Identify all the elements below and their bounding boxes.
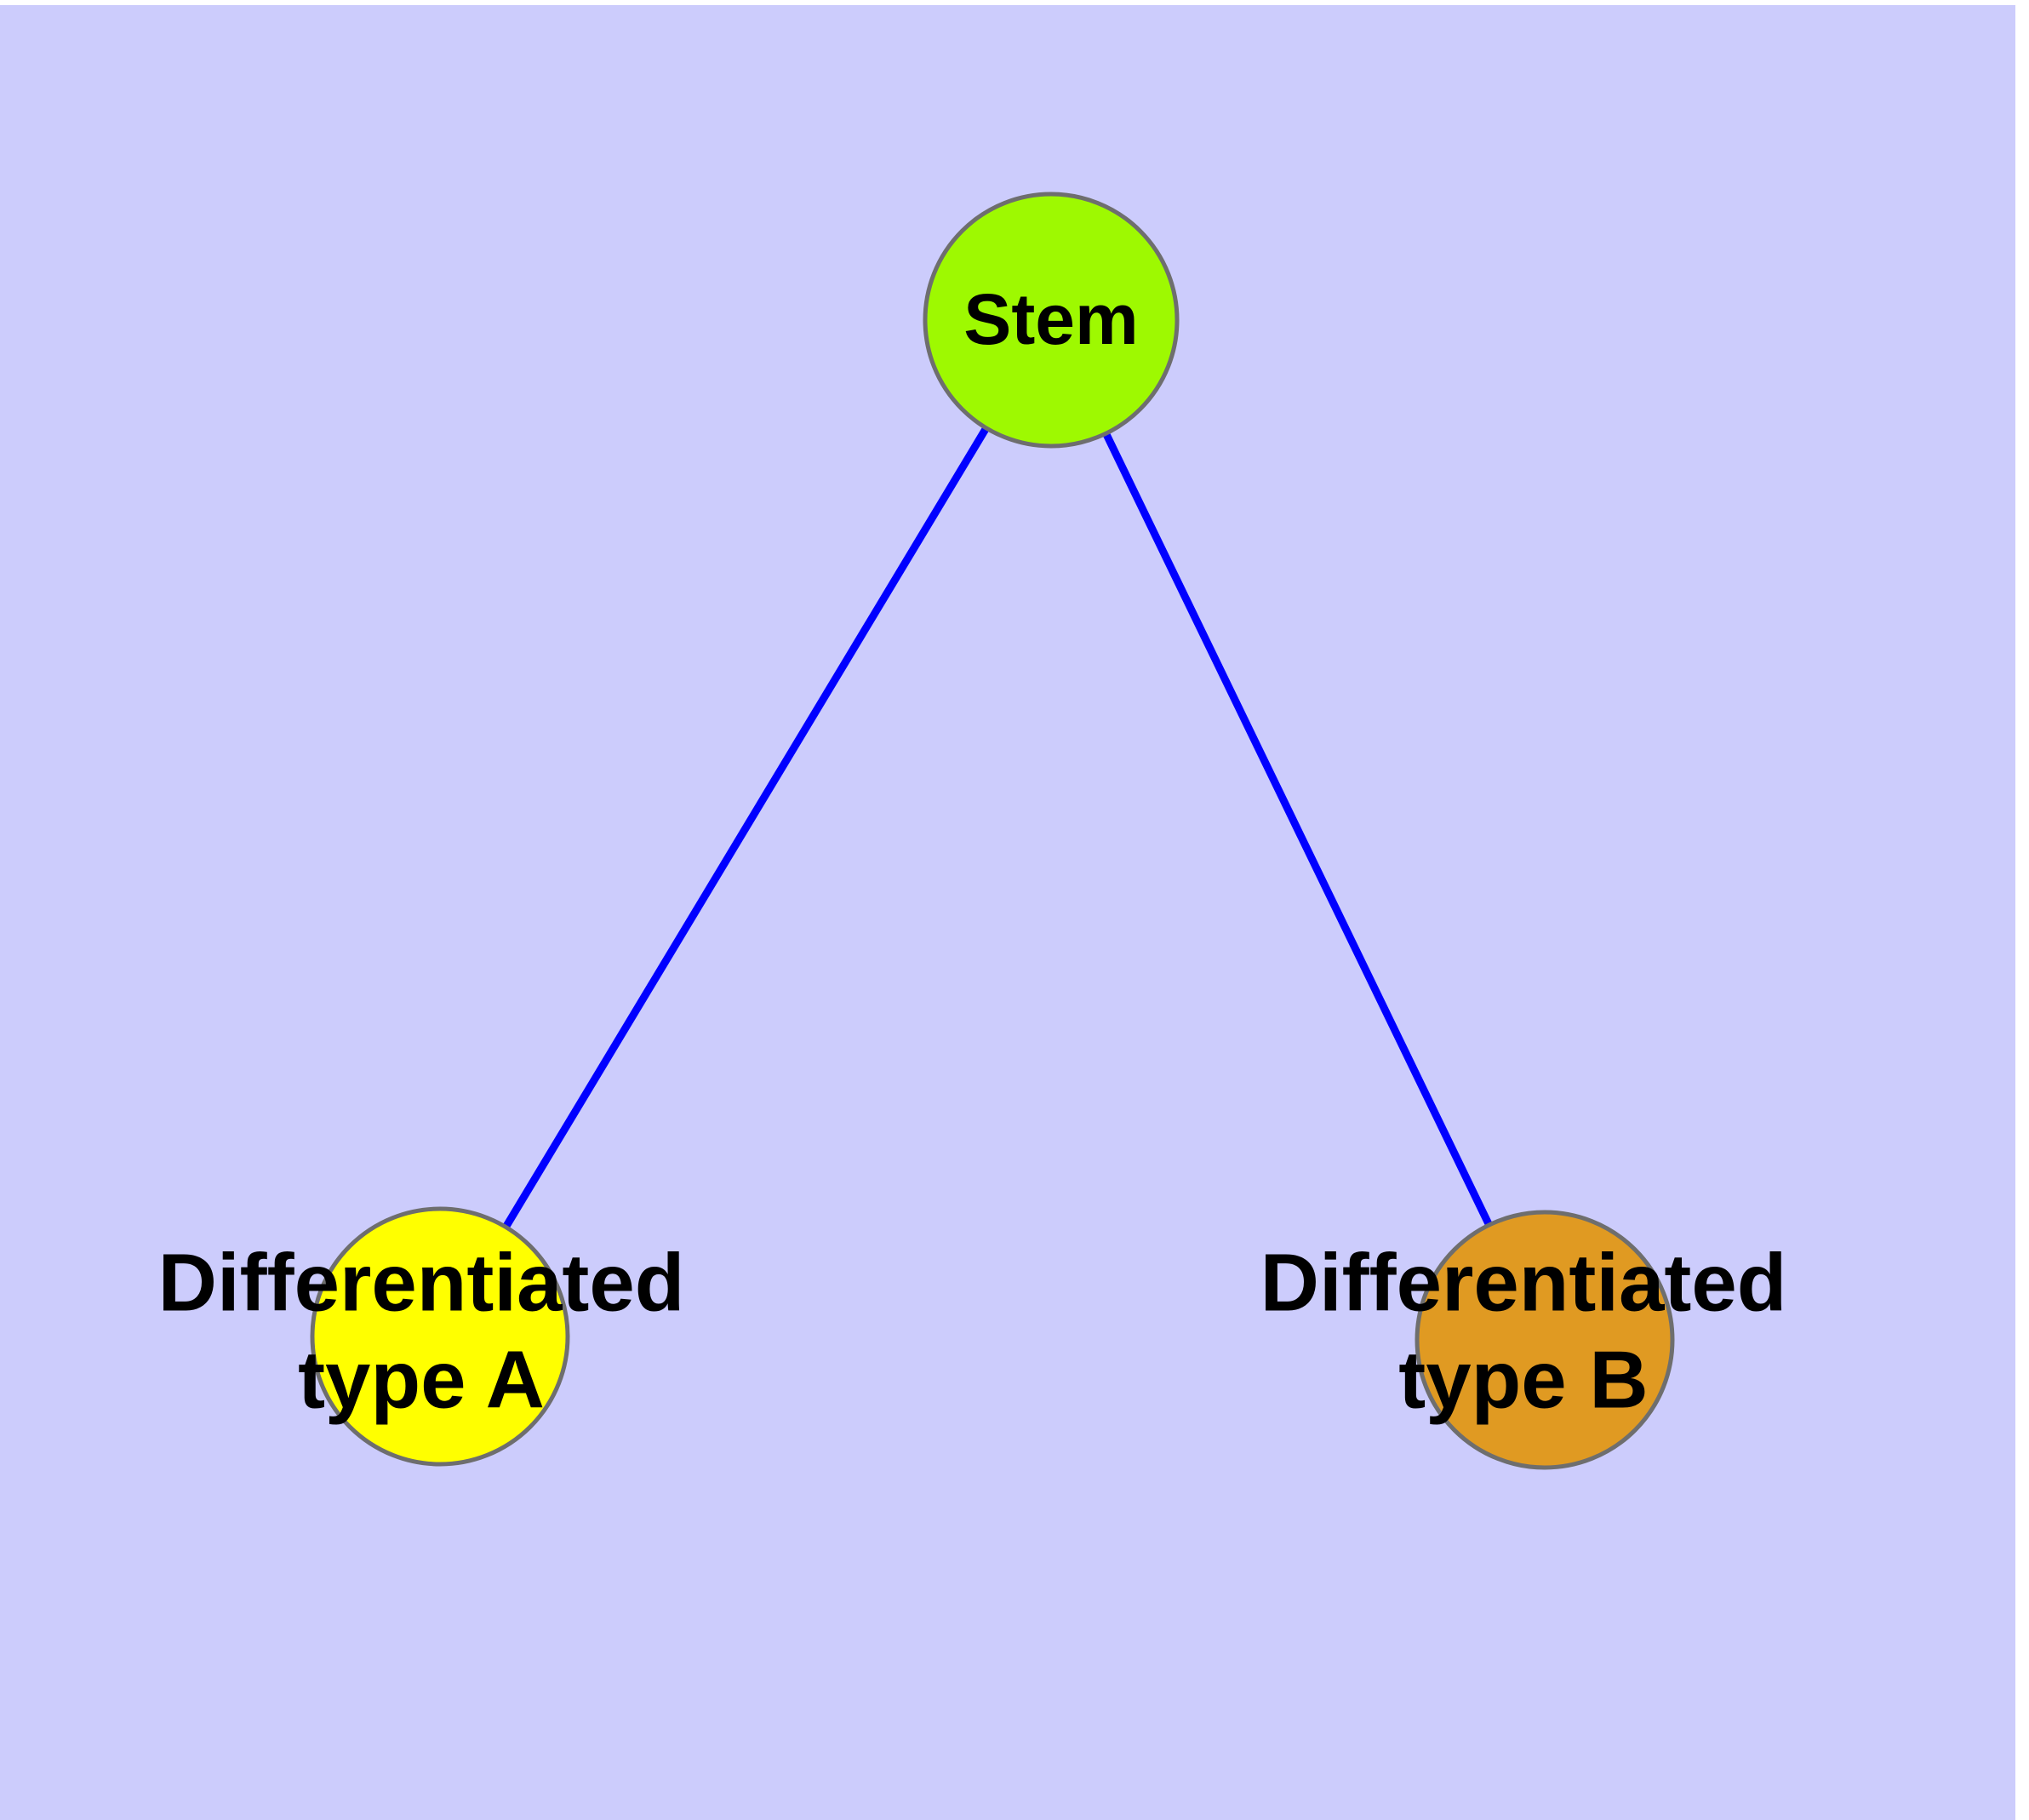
- node-stem-label: Stem: [963, 279, 1138, 359]
- edge-layer: [437, 318, 1549, 1342]
- graph-svg: Stem Differentiated type A Differentiate…: [158, 192, 1787, 1470]
- node-differentiated-type-a-circle[interactable]: [310, 1206, 570, 1467]
- edge-stem-to-differentiated-type-b[interactable]: [1047, 318, 1549, 1342]
- label-layer: Stem Differentiated type A Differentiate…: [158, 279, 1787, 1425]
- node-stem-circle[interactable]: [923, 192, 1180, 449]
- node-differentiated-type-b-label-line1: Differentiated: [1260, 1237, 1787, 1328]
- node-differentiated-type-b-circle[interactable]: [1415, 1210, 1675, 1470]
- plot-area: Stem Differentiated type A Differentiate…: [0, 5, 2015, 1820]
- node-stem[interactable]: [923, 192, 1180, 449]
- edge-stem-to-differentiated-type-a[interactable]: [437, 318, 1055, 1339]
- node-layer: [310, 192, 1675, 1470]
- node-differentiated-type-a-label-line1: Differentiated: [158, 1237, 685, 1328]
- node-differentiated-type-a[interactable]: [310, 1206, 570, 1467]
- node-differentiated-type-b[interactable]: [1415, 1210, 1675, 1470]
- node-differentiated-type-b-label-line2: type B: [1398, 1334, 1648, 1425]
- node-differentiated-type-a-label-line2: type A: [298, 1334, 545, 1425]
